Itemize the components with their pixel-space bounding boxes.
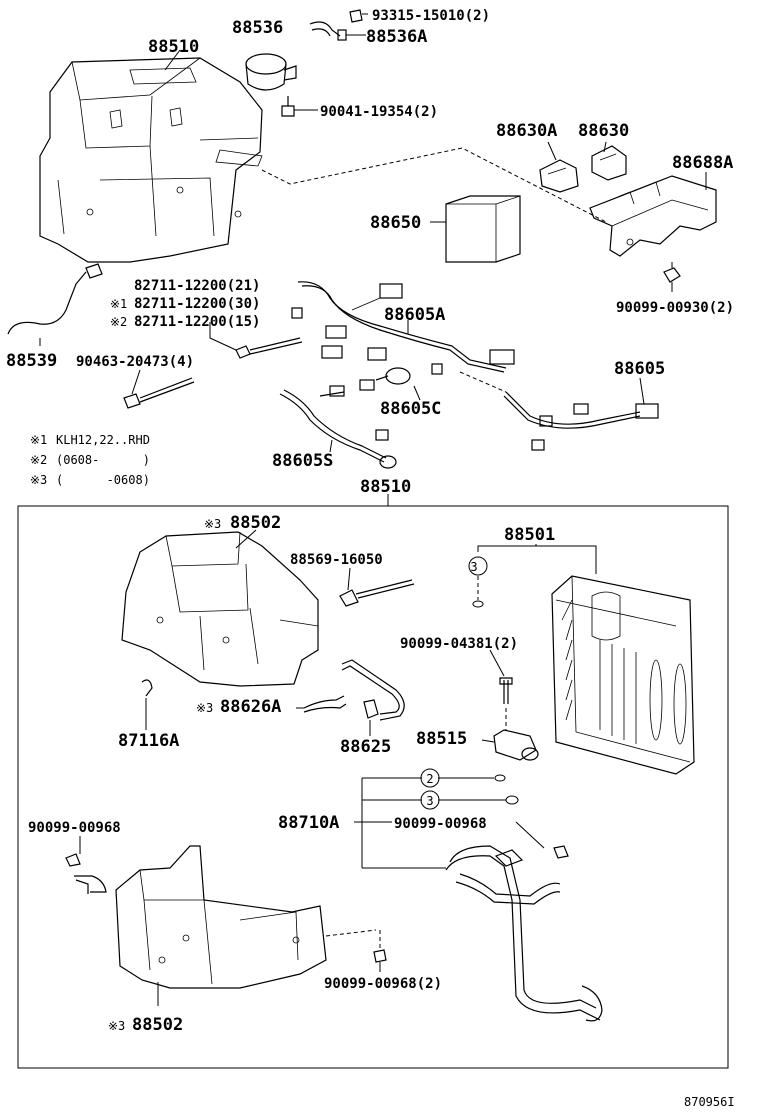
- label-88510: 88510: [148, 37, 199, 57]
- label-88605: 88605: [614, 359, 665, 379]
- clip-90463-drawing: [123, 322, 303, 409]
- clip-87116a-drawing: [141, 679, 153, 730]
- note-3-mark: ※3: [30, 473, 47, 487]
- housing-88502-upper-drawing: [121, 529, 319, 687]
- assembly-frame: [17, 505, 729, 1069]
- label-88630: 88630: [578, 121, 629, 141]
- label-93315-15010: 93315-15010(2): [372, 8, 490, 24]
- label-88605c: 88605C: [380, 399, 441, 419]
- label-90099-00968-left: 90099-00968: [28, 820, 121, 836]
- heater-unit-88510-drawing: [39, 57, 263, 263]
- bolt-90099-00968-2-drawing: [325, 929, 387, 972]
- mark-note1: ※1: [110, 297, 127, 311]
- bolt-90099-04381-drawing: [489, 649, 513, 704]
- valve-88515-drawing: [481, 708, 539, 761]
- label-layer: 88510 88536 88536A 93315-15010(2) 90041-…: [6, 8, 735, 1109]
- label-88688a: 88688A: [672, 153, 733, 173]
- label-88650: 88650: [370, 213, 421, 233]
- wire-harness-88605-drawing: [459, 371, 659, 451]
- label-82711-12200-30: 82711-12200(30): [134, 296, 260, 312]
- mark-note2: ※2: [110, 315, 127, 329]
- bolt-88569-drawing: [339, 567, 415, 607]
- diagram-id: 870956I: [684, 1095, 735, 1109]
- label-88605s: 88605S: [272, 451, 333, 471]
- label-88626a: 88626A: [220, 697, 281, 717]
- amplifier-88650-drawing: [430, 195, 521, 263]
- label-box-88510: 88510: [360, 477, 411, 497]
- label-88569-16050: 88569-16050: [290, 552, 383, 568]
- mark-88626a: ※3: [196, 701, 213, 715]
- label-88630a: 88630A: [496, 121, 557, 141]
- clamp-88536-drawing: [245, 9, 368, 117]
- harness-88605c-drawing: [359, 367, 421, 401]
- circle-2: 2: [426, 772, 433, 786]
- label-90099-00968-mid: 90099-00968: [394, 816, 487, 832]
- label-88625: 88625: [340, 737, 391, 757]
- label-88539: 88539: [6, 351, 57, 371]
- label-90099-00968-2: 90099-00968(2): [324, 976, 442, 992]
- bracket-88688a-drawing: [589, 172, 717, 292]
- label-90099-04381: 90099-04381(2): [400, 636, 518, 652]
- label-88536a: 88536A: [366, 27, 427, 47]
- label-88536: 88536: [232, 18, 283, 38]
- mark-88502-bot: ※3: [108, 1019, 125, 1033]
- mark-88502-top: ※3: [204, 517, 221, 531]
- note-2-text: (0608- ): [56, 453, 150, 467]
- sensor-88626a-drawing: [296, 695, 347, 713]
- label-88515: 88515: [416, 729, 467, 749]
- label-90099-00930: 90099-00930(2): [616, 300, 734, 316]
- clamp-90099-00968-drawing: [65, 836, 107, 894]
- wire-harness-88605a-drawing: [291, 281, 515, 375]
- evaporator-88501-drawing: [551, 575, 695, 775]
- housing-88502-lower-drawing: [115, 845, 327, 1006]
- note-1-text: KLH12,22..RHD: [56, 433, 150, 447]
- label-82711-12200-15: 82711-12200(15): [134, 314, 260, 330]
- note-1-mark: ※1: [30, 433, 47, 447]
- note-2-mark: ※2: [30, 453, 47, 467]
- label-90463-20473: 90463-20473(4): [76, 354, 194, 370]
- label-82711-12200-21: 82711-12200(21): [134, 278, 260, 294]
- thermistor-88625-drawing: [341, 659, 405, 736]
- sensor-88539-drawing: [7, 263, 103, 346]
- label-88502-bot: 88502: [132, 1015, 183, 1035]
- label-88605a: 88605A: [384, 305, 445, 325]
- circle-3-pipe: 3: [426, 794, 433, 808]
- label-88501: 88501: [504, 525, 555, 545]
- label-88710a: 88710A: [278, 813, 339, 833]
- circle-3-evaporator: 3: [470, 560, 477, 574]
- harness-88605s-drawing: [279, 385, 397, 469]
- label-87116a: 87116A: [118, 731, 179, 751]
- label-88502-top: 88502: [230, 513, 281, 533]
- relay-88630-drawing: [539, 141, 627, 193]
- pipe-88710a-drawing: [445, 845, 603, 1022]
- note-3-text: ( -0608): [56, 473, 150, 487]
- label-90041-19354: 90041-19354(2): [320, 104, 438, 120]
